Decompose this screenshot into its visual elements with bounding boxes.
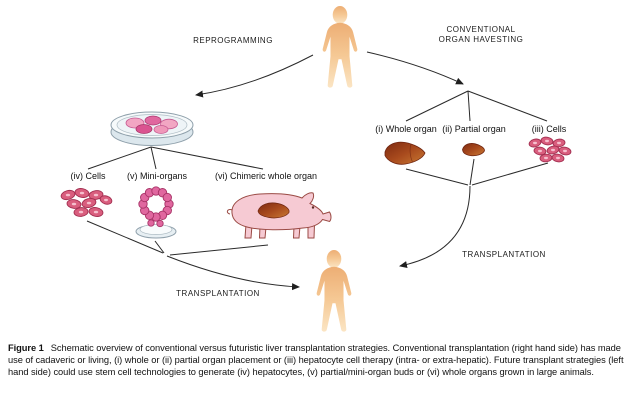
item-label-cells-iv: (iv) Cells	[70, 171, 106, 181]
conventional-harvesting-label: CONVENTIONAL ORGAN HAVESTING	[406, 25, 556, 45]
item-label-chimeric-whole-organ: (vi) Chimeric whole organ	[214, 171, 318, 181]
fan-right-2	[467, 90, 471, 122]
pig-tail	[226, 209, 233, 215]
organoid-icon	[135, 186, 177, 239]
pig-icon	[226, 192, 332, 239]
merge-right-3	[471, 162, 549, 186]
pig-eye	[311, 206, 315, 209]
fan-right-3	[467, 90, 548, 122]
petri-dish-icon	[110, 111, 194, 146]
cells-icon	[60, 188, 113, 217]
figure-caption-number: Figure 1	[8, 343, 44, 353]
item-label-partial-organ: (ii) Partial organ	[442, 124, 506, 134]
fan-left-1	[87, 146, 152, 170]
item-label-mini-organs: (v) Mini-organs	[126, 171, 187, 181]
merge-right-1	[405, 168, 469, 186]
merge-left-2	[154, 240, 165, 254]
donor-human-icon	[322, 6, 358, 88]
reprogramming-arrow	[195, 54, 314, 98]
item-label-whole-organ: (i) Whole organ	[375, 124, 437, 134]
fan-left-3	[150, 146, 264, 170]
connector-lines	[86, 51, 549, 291]
harvesting-arrow	[366, 51, 464, 85]
fan-right-1	[405, 90, 469, 122]
fan-left-2	[150, 146, 157, 170]
conventional-harvesting-line1: CONVENTIONAL	[446, 25, 516, 34]
cells-icon	[528, 136, 572, 163]
recipient-human-icon	[316, 250, 352, 332]
reprogramming-label: REPROGRAMMING	[193, 36, 273, 45]
figure-caption-text: Schematic overview of conventional versu…	[8, 343, 624, 377]
merge-left-1	[86, 220, 164, 254]
transplantation-right-label: TRANSPLANTATION	[462, 250, 546, 259]
pig-liver	[257, 202, 290, 219]
transplant-right-arrow	[399, 185, 471, 269]
item-label-cells-iii: (iii) Cells	[531, 124, 567, 134]
partial-liver-icon	[462, 143, 485, 157]
merge-right-2	[469, 158, 475, 186]
transplantation-left-label: TRANSPLANTATION	[176, 289, 260, 298]
transplant-left-arrow	[166, 255, 300, 291]
merge-left-3	[169, 244, 269, 256]
conventional-harvesting-line2: ORGAN HAVESTING	[438, 35, 524, 44]
liver-icon	[384, 141, 426, 165]
